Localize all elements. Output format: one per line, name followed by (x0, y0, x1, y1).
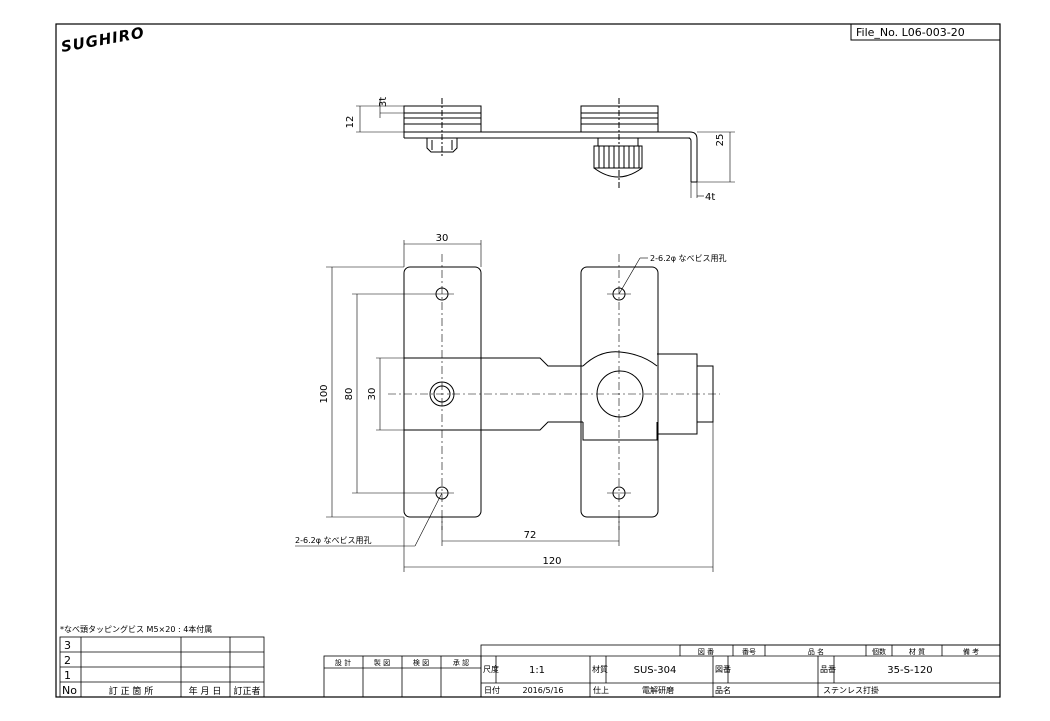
logo-text: SUGHIRO (60, 23, 147, 55)
approval-design: 設 計 (335, 658, 351, 667)
material-value: SUS-304 (634, 665, 677, 676)
revision-row-3: 3 (64, 639, 71, 652)
title-header-remarks: 備 考 (963, 647, 979, 656)
title-header-name: 品 名 (808, 647, 824, 656)
accessory-note: *なべ頭タッピングビス M5×20 : 4本付属 (60, 624, 212, 634)
title-header-material: 材 質 (909, 647, 925, 656)
product-no-value: 35-S-120 (887, 665, 932, 676)
product-name-label: 品名 (715, 685, 731, 695)
revision-row-1: 1 (64, 669, 71, 682)
revision-row-2: 2 (64, 654, 71, 667)
dim-30-bar-label: 30 (367, 388, 378, 401)
scale-value: 1:1 (529, 665, 545, 676)
approval-draft: 製 図 (374, 658, 390, 667)
hole-note-top: 2-6.2φ なべビス用孔 (650, 254, 727, 263)
drawing-no-label: 図番 (715, 664, 731, 674)
dim-12-label: 12 (345, 116, 356, 129)
approval-check: 検 図 (413, 658, 429, 667)
front-view (388, 254, 720, 530)
dim-80-label: 80 (344, 388, 355, 401)
file-no-text: File_No. L06-003-20 (856, 26, 965, 39)
drawing-border (55, 23, 1001, 698)
revision-header-location: 訂 正 箇 所 (109, 685, 154, 697)
revision-header-no: No (62, 684, 77, 697)
material-label: 材質 (592, 664, 608, 674)
sushiro-logo: SUGHIRO (60, 23, 147, 55)
file-no-box (850, 23, 1001, 41)
dim-120-label: 120 (542, 556, 561, 567)
finish-label: 仕上 (593, 685, 609, 695)
date-label: 日付 (484, 685, 500, 695)
hole-note-bottom: 2-6.2φ なべビス用孔 (295, 536, 372, 545)
front-view-dimensions (295, 240, 714, 572)
approval-approve: 承 認 (453, 658, 469, 667)
side-view (356, 98, 735, 198)
dim-25-label: 25 (715, 134, 726, 147)
product-name-value: ステンレス打掛 (823, 685, 879, 695)
dim-100-label: 100 (319, 384, 330, 403)
title-header-qty: 個数 (872, 647, 886, 656)
title-header-drawing-no: 図 番 (698, 648, 714, 656)
title-block (480, 644, 1001, 698)
revision-table (59, 636, 265, 698)
date-value: 2016/5/16 (522, 686, 563, 695)
title-header-number: 番号 (742, 648, 756, 656)
revision-header-reviser: 訂正者 (233, 685, 260, 697)
dim-4t-label: 4t (705, 192, 715, 203)
finish-value: 電解研磨 (642, 685, 674, 695)
dim-width-30-label: 30 (436, 233, 449, 244)
scale-label: 尺度 (483, 664, 499, 674)
dim-3t-label: 3t (378, 97, 389, 107)
product-no-label: 品番 (820, 664, 836, 674)
dim-72-label: 72 (524, 530, 537, 541)
revision-header-date: 年 月 日 (189, 685, 222, 697)
